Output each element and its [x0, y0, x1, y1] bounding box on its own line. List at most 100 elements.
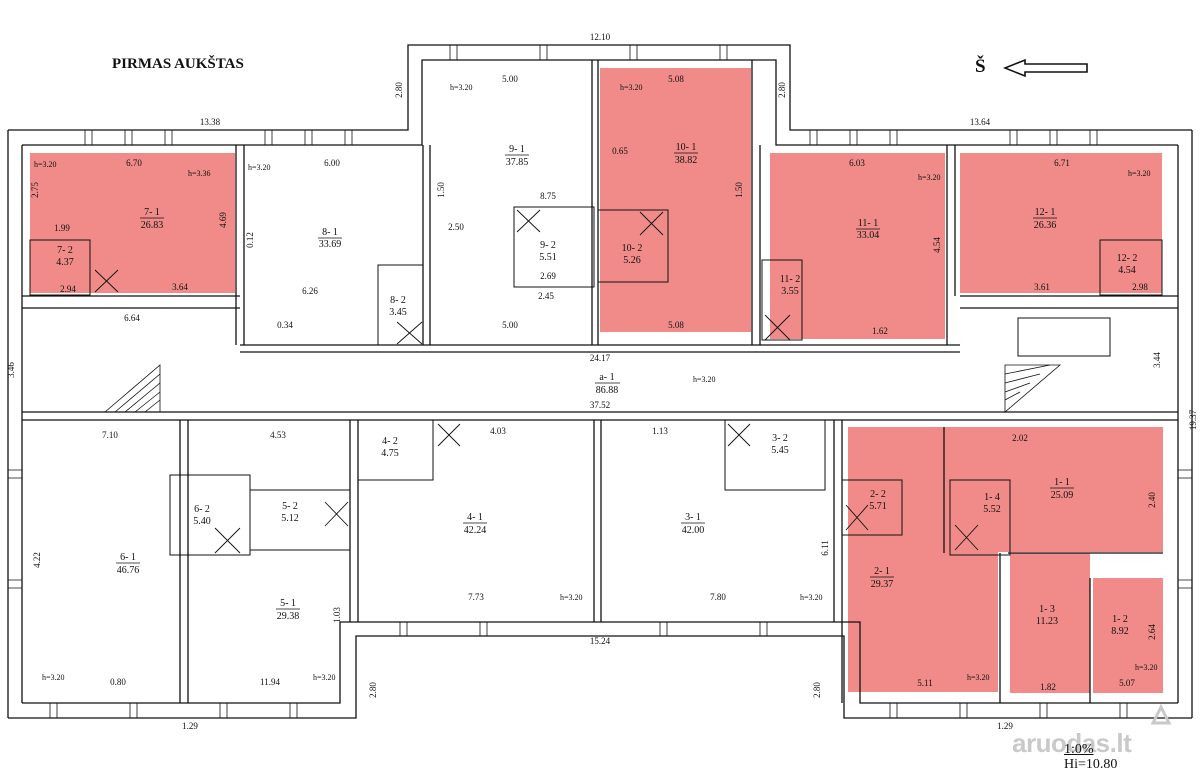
room-area: 5.40: [193, 516, 211, 527]
ceiling-height: h=3.20: [560, 593, 583, 602]
room-id: 4- 2: [382, 436, 398, 447]
dimension-label: 24.17: [590, 353, 611, 363]
dimension-label: 4.03: [490, 426, 506, 436]
room-area: 46.76: [117, 565, 140, 576]
room-id: 6- 2: [194, 504, 210, 515]
room-id: 8- 1: [322, 227, 338, 238]
room-id: 1- 1: [1054, 477, 1070, 488]
room-1-3-fill: [1010, 553, 1090, 693]
room-area: 5.52: [983, 504, 1001, 515]
dimension-label: 2.40: [1147, 492, 1157, 508]
dimension-label: 1.29: [182, 721, 198, 731]
room-label-dividers: [116, 152, 1074, 610]
dimension-label: 19.37: [1188, 409, 1198, 430]
windows: [8, 45, 1192, 718]
room-id: 12- 2: [1117, 253, 1138, 264]
dimension-label: 2.80: [812, 682, 822, 698]
room-id: 1- 2: [1112, 614, 1128, 625]
room-area: 5.51: [539, 252, 557, 263]
room-id: 9- 1: [509, 144, 525, 155]
dimension-label: 7.80: [710, 592, 726, 602]
dimension-label: 6.11: [820, 540, 830, 555]
dimension-label: 1.50: [734, 182, 744, 198]
room-area: 4.75: [381, 448, 399, 459]
dimension-label: 1.29: [997, 721, 1013, 731]
dimension-label: 6.26: [302, 286, 318, 296]
dimension-label: 15.24: [590, 636, 611, 646]
dimension-label: 3.64: [172, 282, 188, 292]
room-area: 29.38: [277, 611, 300, 622]
dimension-label: 0.65: [612, 146, 628, 156]
room-id: 5- 2: [282, 501, 298, 512]
dimension-label: 6.03: [849, 158, 865, 168]
dimension-label: 2.94: [60, 284, 76, 294]
room-11-1-fill: [770, 153, 945, 339]
ceiling-height: h=3.20: [967, 673, 990, 682]
room-id: 1- 4: [984, 492, 1000, 503]
room-area: 8.92: [1111, 626, 1129, 637]
shaft-markers: [94, 209, 979, 554]
dimension-label: 5.08: [668, 74, 684, 84]
dimension-label: 2.69: [540, 271, 556, 281]
room-7-1-fill: [30, 153, 235, 293]
dimension-label: 5.00: [502, 320, 518, 330]
floor-title: PIRMAS AUKŠTAS: [112, 56, 244, 72]
room-id: 11- 1: [858, 218, 878, 229]
room-area: 5.45: [771, 445, 789, 456]
room-area: 42.00: [682, 525, 705, 536]
room-id: 2- 2: [870, 489, 886, 500]
outer-wall-bottom-left: [8, 635, 365, 719]
room-area: 26.36: [1034, 220, 1057, 231]
dimension-label: 6.71: [1054, 158, 1070, 168]
room-area: 5.26: [623, 255, 641, 266]
dimension-label: 2.64: [1147, 624, 1157, 640]
dimension-label: 5.08: [668, 320, 684, 330]
room-id: 4- 1: [467, 512, 483, 523]
dimension-label: 5.00: [502, 74, 518, 84]
room-10-fill: [600, 68, 751, 332]
dimension-label: 1.82: [1040, 682, 1056, 692]
dimension-label: 2.02: [1012, 433, 1028, 443]
dimension-label: 2.50: [448, 222, 464, 232]
ceiling-height: h=3.20: [1128, 169, 1151, 178]
outer-wall-inner-top-left: [22, 59, 1178, 146]
room-area: 5.71: [869, 501, 887, 512]
ceiling-height: h=3.20: [693, 375, 716, 384]
room-id: 10- 1: [676, 142, 697, 153]
dimension-label: 0.12: [245, 232, 255, 248]
scale-note: 1:0% Hi=10.80: [1064, 742, 1117, 772]
room-area: 4.54: [1118, 265, 1136, 276]
room-id: 7- 2: [57, 245, 73, 256]
room-id: 3- 2: [772, 433, 788, 444]
dimension-label: 2.80: [368, 682, 378, 698]
dimension-label: 1.13: [652, 426, 668, 436]
ceiling-height: h=3.20: [450, 83, 473, 92]
room-area: 86.88: [596, 385, 619, 396]
room-id: 11- 2: [780, 274, 800, 285]
dimension-label: 3.46: [6, 362, 16, 378]
room-area: 33.04: [857, 230, 880, 241]
dimension-label: 6.70: [126, 158, 142, 168]
dimension-label: 4.53: [270, 430, 286, 440]
dimension-label: 6.00: [324, 158, 340, 168]
dimension-label: 1.99: [54, 223, 70, 233]
dimension-label: 1.62: [872, 326, 888, 336]
ceiling-height: h=3.20: [248, 163, 271, 172]
room-1-2-fill: [1093, 578, 1163, 693]
outer-wall-bottom-left-inner: [22, 621, 365, 704]
scale-line: 1:0%: [1064, 742, 1094, 757]
room-area: 11.23: [1036, 616, 1058, 627]
room-area: 4.37: [56, 257, 74, 268]
dimension-label: 11.94: [260, 677, 280, 687]
dimension-label: 4.54: [932, 237, 942, 253]
dimension-label: 1.03: [332, 607, 342, 623]
ceiling-height: h=3.20: [313, 673, 336, 682]
room-area: 42.24: [464, 525, 487, 536]
room-area: 33.69: [319, 239, 342, 250]
ceiling-height: h=3.20: [1135, 663, 1158, 672]
dimension-label: 3.44: [1152, 352, 1162, 368]
staircases: [103, 364, 1062, 413]
dimension-label: 1.50: [436, 182, 446, 198]
room-area: 38.82: [675, 155, 698, 166]
